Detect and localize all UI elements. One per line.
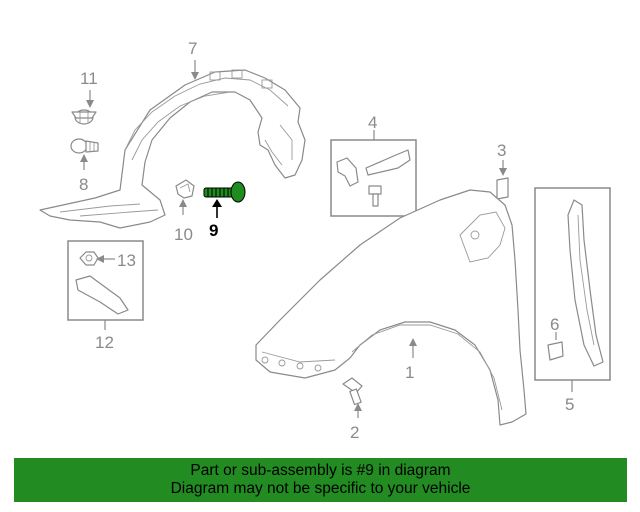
callout-1: 1 xyxy=(405,363,414,382)
banner-line-1: Part or sub-assembly is #9 in diagram xyxy=(190,462,451,479)
callout-11: 11 xyxy=(80,69,98,88)
plate-part-3[interactable] xyxy=(496,160,509,200)
bracket-part-10[interactable] xyxy=(175,179,195,215)
banner-line-2: Diagram may not be specific to your vehi… xyxy=(170,480,471,497)
bracket-kit-part-5[interactable] xyxy=(534,187,611,392)
fender-part-1[interactable] xyxy=(255,189,527,426)
callout-8: 8 xyxy=(79,175,88,194)
parts-diagram: 7 11 8 10 9 xyxy=(39,39,611,442)
callout-13: 13 xyxy=(117,251,136,270)
bracket-kit-part-4[interactable] xyxy=(330,130,417,217)
callout-9: 9 xyxy=(209,221,218,240)
callout-6: 6 xyxy=(550,315,559,334)
bolt-part-9[interactable] xyxy=(203,181,246,218)
callout-3: 3 xyxy=(497,141,506,160)
clip-part-8[interactable] xyxy=(70,138,99,170)
fender-liner-part-7[interactable] xyxy=(39,60,306,229)
callout-4: 4 xyxy=(368,113,377,132)
callout-7: 7 xyxy=(188,39,197,58)
callout-5: 5 xyxy=(565,395,574,414)
callout-10: 10 xyxy=(174,225,193,244)
clip-part-11[interactable] xyxy=(71,90,97,125)
info-banner: Part or sub-assembly is #9 in diagram Di… xyxy=(14,458,627,502)
bracket-kit-part-12[interactable] xyxy=(67,240,144,330)
bolt-part-2[interactable] xyxy=(342,377,363,418)
callout-2: 2 xyxy=(350,423,359,442)
callout-12: 12 xyxy=(95,333,114,352)
